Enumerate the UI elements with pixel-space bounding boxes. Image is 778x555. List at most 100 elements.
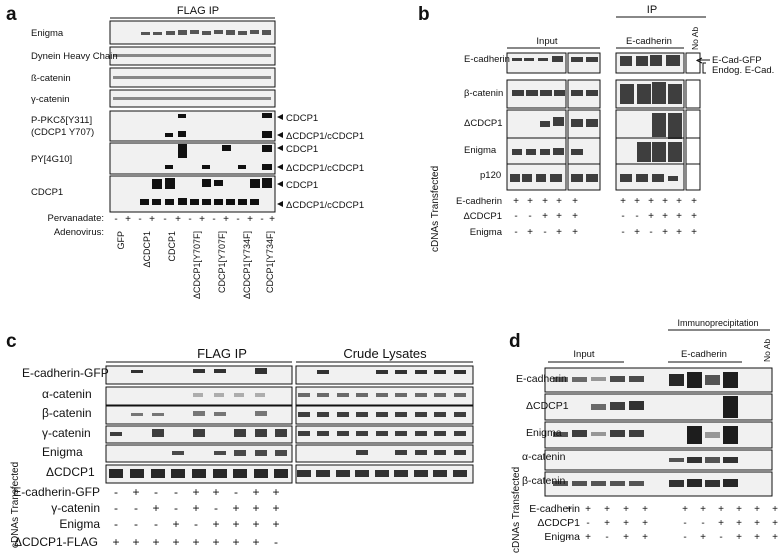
row-label-c-4: Enigma [42,445,83,459]
treatment-sign-c-3-3: + [172,535,179,549]
treatment-label-b-0: E-cadherin [456,196,502,207]
treatment-sign-d-2-5: - [683,532,686,543]
blot-b-input2-0 [567,52,601,74]
treatment-sign-d-0-4: + [642,504,648,515]
pervanadate-sign-10: - [236,214,239,225]
treatment-sign-c-0-5: + [212,485,219,499]
treatment-sign-c-3-2: + [152,535,159,549]
treatment-sign-b-1-7: + [648,211,654,222]
treatment-sign-b-1-1: - [528,211,531,222]
treatment-label-c-3: ΔCDCP1-FLAG [14,535,98,549]
treatment-sign-d-0-10: + [772,504,778,515]
treatment-label-d-1: ΔCDCP1 [537,517,580,529]
treatment-sign-b-2-8: + [662,227,668,238]
row-label-b-1: β-catenin [464,88,503,99]
treatment-sign-d-2-8: + [736,532,742,543]
panel-d-header-ip: Immunoprecipitation [677,318,758,328]
pervanadate-sign-12: - [260,214,263,225]
treatment-sign-b-1-6: - [635,211,638,222]
pervanadate-signs: -+-+-+-+-+-+-+ [114,214,275,225]
row-label-d-1: ΔCDCP1 [526,400,569,412]
treatment-sign-c-3-7: + [252,535,259,549]
pervanadate-sign-9: + [223,214,229,225]
treatment-sign-b-1-2: + [542,211,548,222]
treatment-sign-b-1-8: + [662,211,668,222]
treatment-sign-d-2-0: - [567,532,570,543]
treatment-sign-d-1-9: + [754,518,760,529]
treatment-sign-d-2-6: + [700,532,706,543]
panel-b-treatments: E-cadherin+++++++++++ΔCDCP1--+++--++++En… [456,196,697,238]
treatment-sign-d-0-0: + [566,504,572,515]
treatment-sign-d-1-1: - [586,518,589,529]
row-label-a-2: ß-catenin [31,73,71,84]
treatment-sign-c-1-8: + [272,501,279,515]
pervanadate-sign-11: + [247,214,253,225]
panel-c: c FLAG IP Crude Lysates E-cadherin-GFP α… [6,331,474,549]
treatment-sign-d-2-7: - [719,532,722,543]
row-label-a-6: PY[4G10] [31,154,72,165]
blot-b-noab-1 [685,79,701,109]
treatment-sign-b-1-4: + [572,211,578,222]
row-label-c-1: α-catenin [42,387,92,401]
treatment-sign-b-0-2: + [542,196,548,207]
treatment-sign-c-1-3: - [174,501,178,515]
treatment-sign-b-0-6: + [634,196,640,207]
right-label-a-5: ΔCDCP1/cCDCP1 [286,200,364,211]
row-label-c-2: β-catenin [42,406,92,420]
treatment-sign-c-2-0: - [114,517,118,531]
blot-a-py [109,142,276,175]
treatment-sign-b-0-3: + [556,196,562,207]
pervanadate-sign-8: - [212,214,215,225]
treatment-sign-b-2-6: + [634,227,640,238]
panel-c-header-flag: FLAG IP [197,346,247,361]
right-label-a-3: ΔCDCP1/cCDCP1 [286,163,364,174]
row-label-a-0: Enigma [31,28,64,39]
pervanadate-sign-13: + [269,214,275,225]
panel-b-header-ecad: E-cadherin [626,36,672,47]
treatment-sign-b-1-5: - [621,211,624,222]
pervanadate-sign-6: - [188,214,191,225]
panel-d-header-input: Input [573,349,594,360]
treatment-sign-c-2-5: + [212,517,219,531]
treatment-sign-b-1-0: - [514,211,517,222]
treatment-sign-b-2-0: - [514,227,517,238]
adenovirus-label-4: CDCP1[Y707F] [217,231,227,293]
treatment-sign-d-0-3: + [623,504,629,515]
row-label-a-5: (CDCP1 Y707) [31,127,94,138]
pervanadate-sign-2: - [138,214,141,225]
treatment-sign-b-2-10: + [691,227,697,238]
row-label-a-1: Dynein Heavy Chain [31,51,118,62]
treatment-label-b-1: ΔCDCP1 [463,211,502,222]
blot-a-ppkc [109,110,276,142]
treatment-sign-d-1-2: + [604,518,610,529]
treatment-sign-d-2-10: + [772,532,778,543]
treatment-sign-b-2-4: + [572,227,578,238]
treatment-sign-d-1-7: + [718,518,724,529]
treatment-sign-d-0-8: + [736,504,742,515]
row-label-a-4: P-PKCδ[Y311] [31,115,92,126]
treatment-sign-c-2-4: - [194,517,198,531]
panel-b: b IP Input E-cadherin No Ab E-cadherin β… [418,4,774,252]
pervanadate-sign-4: - [163,214,166,225]
pervanadate-sign-1: + [125,214,131,225]
side-label-c: cDNAs Transfected [10,462,21,548]
treatment-sign-d-1-4: + [642,518,648,529]
blot-d-3 [544,449,773,471]
treatment-sign-c-0-4: + [192,485,199,499]
treatment-sign-b-2-9: + [676,227,682,238]
panel-c-header-crude: Crude Lysates [343,346,427,361]
panel-d-header-noab: No Ab [762,339,772,362]
right-label-a-4: CDCP1 [286,180,318,191]
panel-d: d Immunoprecipitation Input E-cadherin N… [509,318,778,553]
treatment-sign-b-0-7: + [648,196,654,207]
adenovirus-label-5: ΔCDCP1[Y734F] [242,231,252,299]
treatment-sign-d-2-1: + [585,532,591,543]
row-label-a-7: CDCP1 [31,187,63,198]
blot-c-flag-0 [105,365,293,385]
treatment-sign-c-3-4: + [192,535,199,549]
treatment-sign-c-1-7: + [252,501,259,515]
treatment-sign-d-1-10: + [772,518,778,529]
row-label-b-4: p120 [480,170,501,181]
